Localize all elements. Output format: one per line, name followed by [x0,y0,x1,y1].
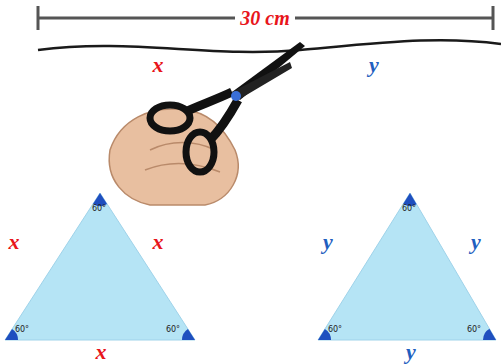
triangle-outline [300,185,501,364]
side-label: x [96,341,107,363]
triangle-shape: 60° 60° 60° x x x [0,185,200,364]
dimension-label: 30 cm [235,8,294,28]
triangle-shape: 60° 60° 60° y y y [300,185,501,364]
side-label: y [471,231,481,253]
side-label: y [406,341,416,363]
angle-label: 60° [166,326,180,334]
angle-label: 60° [467,326,481,334]
triangle-fill [5,193,195,340]
side-label: x [153,231,164,253]
angle-mark [182,329,195,340]
segment-label: y [369,54,379,76]
angle-label: 60° [402,205,416,213]
angle-label: 60° [15,326,29,334]
side-label: x [9,231,20,253]
angle-label: 60° [92,205,106,213]
angle-mark [483,329,496,340]
side-label: y [323,231,333,253]
angle-label: 60° [328,326,342,334]
segment-label: x [153,54,164,76]
triangle-fill [318,193,496,340]
